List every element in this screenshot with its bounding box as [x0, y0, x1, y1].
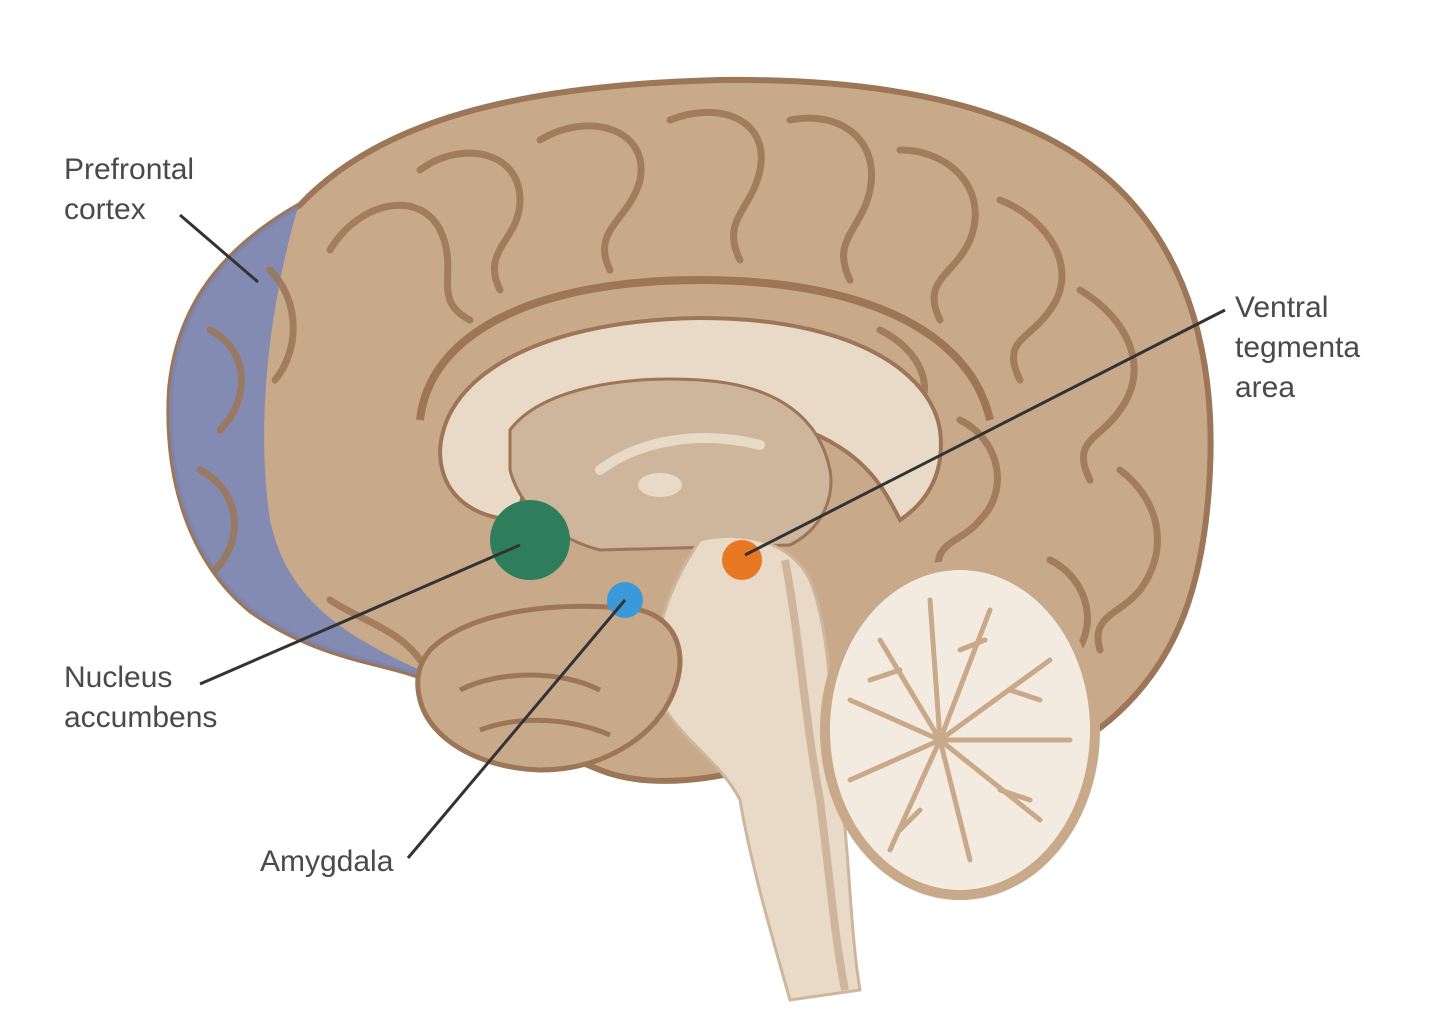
- amygdala-label-line-1: Amygdala: [260, 845, 394, 878]
- thalamus-highlight: [638, 473, 682, 497]
- prefrontal-leader-line: [179, 213, 259, 284]
- gyri: [196, 108, 1161, 664]
- ventral-tegmental-area-dot: [722, 540, 762, 580]
- nucleus-accumbens-label-line-2: accumbens: [64, 701, 218, 734]
- ventral-tegmental-area-label-line-3: area: [1235, 371, 1296, 404]
- amygdala-leader-line: [406, 599, 627, 859]
- ventral-tegmental-area-label-line-1: Ventral: [1235, 291, 1329, 324]
- ventral-tegmental-area-label: Ventral tegmenta area: [1235, 288, 1360, 408]
- prefrontal-cortex-label-line-2: cortex: [64, 193, 146, 226]
- nucleus-accumbens-label-line-1: Nucleus: [64, 661, 173, 694]
- nucleus-accumbens-leader-line: [199, 543, 521, 686]
- nucleus-accumbens-dot: [490, 500, 570, 580]
- brainstem-stripe: [781, 559, 849, 991]
- prefrontal-cortex-label: Prefrontal cortex: [64, 150, 194, 230]
- fornix: [595, 433, 765, 475]
- ventral-tegmental-area-label-line-2: tegmenta: [1235, 331, 1361, 364]
- nucleus-accumbens-label: Nucleus accumbens: [64, 658, 217, 738]
- ventral-tegmental-leader-line: [744, 308, 1226, 557]
- prefrontal-cortex-label-line-1: Prefrontal: [64, 153, 195, 186]
- arbor-vitae: [847, 597, 1073, 863]
- cingulate-gyrus: [416, 275, 994, 421]
- amygdala-label: Amygdala: [260, 842, 393, 882]
- cerebellum-shape: [820, 560, 1100, 900]
- leader-lines: [179, 213, 1226, 859]
- cerebellum: [820, 560, 1100, 900]
